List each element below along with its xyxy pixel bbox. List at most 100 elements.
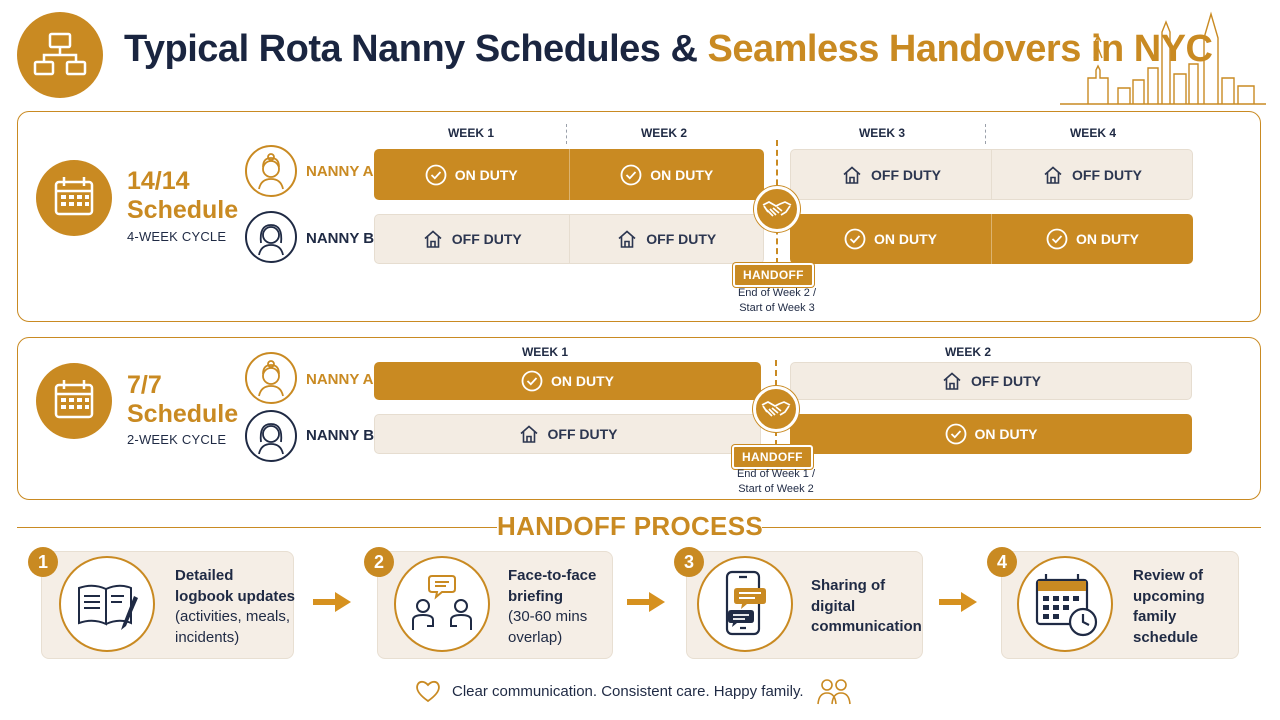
- schedule-14-nanny-b-label: NANNY B: [306, 230, 375, 247]
- calendar-icon: [54, 177, 94, 216]
- duty-label: OFF DUTY: [871, 166, 941, 183]
- duty-label: ON DUTY: [874, 231, 937, 247]
- step-3-icon-circle: [697, 556, 793, 652]
- schedule-14-nanny-b-weeks-3-4: ON DUTY ON DUTY: [790, 214, 1193, 264]
- handshake-badge: [754, 186, 800, 232]
- woman-avatar-icon: [258, 423, 284, 455]
- title-part-2: Seamless Handovers in NYC: [707, 28, 1213, 70]
- nyc-skyline-icon: [1060, 11, 1266, 105]
- schedule-14-nanny-b-weeks-1-2: OFF DUTY OFF DUTY: [374, 214, 764, 264]
- schedule-14-nanny-b-week-1: OFF DUTY: [375, 215, 569, 263]
- schedule-7-calendar: [36, 363, 112, 439]
- check-circle-icon: [844, 228, 866, 250]
- schedule-14-week-2-header: WEEK 2: [640, 126, 687, 140]
- schedule-7-name-line2: Schedule: [127, 400, 239, 428]
- schedule-14-week-4-header: WEEK 4: [1069, 126, 1116, 140]
- step-3-bold-1: Sharing of: [811, 577, 886, 594]
- week-divider: [985, 124, 986, 144]
- woman-avatar-icon: [258, 224, 284, 256]
- step-3-bold-2: digital: [811, 597, 856, 615]
- handoff-tag: HANDOFF: [732, 445, 813, 469]
- step-4-bold-1: Review of: [1133, 567, 1204, 584]
- house-icon: [843, 165, 861, 184]
- house-icon: [1044, 165, 1062, 184]
- step-1-normal-1: (activities, meals,: [175, 608, 291, 625]
- woman-avatar-icon: [258, 153, 284, 190]
- schedule-7-nanny-b-week-1-seg: OFF DUTY: [375, 415, 760, 453]
- schedule-7-week-1-header: WEEK 1: [521, 345, 568, 359]
- check-circle-icon: [620, 164, 642, 185]
- step-4-text: Review of upcoming family schedule: [1133, 566, 1205, 648]
- handoff-note: End of Week 1 / Start of Week 2: [715, 467, 837, 497]
- duty-label: OFF DUTY: [547, 426, 618, 442]
- step-2-text: Face-to-face briefing (30-60 mins overla…: [508, 566, 596, 648]
- step-2-bold-2: briefing: [508, 587, 563, 605]
- schedule-14-nanny-b-week-2: OFF DUTY: [568, 215, 764, 263]
- step-3-bold-3: communication: [811, 618, 922, 635]
- check-circle-icon: [1046, 228, 1068, 250]
- handoff-note-line1: End of Week 2 /: [737, 287, 817, 299]
- schedule-7-nanny-b-week-1: OFF DUTY: [374, 414, 761, 454]
- schedule-7-nanny-a-label: NANNY A: [306, 371, 374, 388]
- schedule-14-name: 14/14 Schedule: [127, 167, 238, 225]
- schedule-14-nanny-b-week-4: ON DUTY: [991, 214, 1193, 264]
- schedule-14-name-line2: Schedule: [127, 196, 239, 224]
- step-1-normal-2: incidents): [175, 628, 240, 646]
- handoff-note-line2: Start of Week 3: [739, 302, 815, 314]
- schedule-14-week-1-header: WEEK 1: [447, 126, 494, 140]
- schedule-14-name-line1: 14/14: [127, 167, 190, 195]
- handoff-tag: HANDOFF: [733, 263, 814, 287]
- calendar-icon: [54, 380, 94, 419]
- schedule-7-nanny-b-week-2: ON DUTY: [790, 414, 1192, 454]
- duty-label: ON DUTY: [1076, 231, 1139, 247]
- arrow-right-icon: [939, 592, 977, 612]
- process-divider-right: [762, 527, 1261, 528]
- step-1-icon-circle: [59, 556, 155, 652]
- handoff-note-line2: Start of Week 2: [738, 483, 814, 495]
- schedule-14-cycle: 4-WEEK CYCLE: [127, 229, 227, 244]
- duty-label: OFF DUTY: [971, 373, 1041, 389]
- step-2-normal-1: (30-60 mins: [508, 608, 588, 625]
- duty-label: ON DUTY: [551, 373, 614, 389]
- check-circle-icon: [945, 423, 966, 445]
- org-chart-icon: [33, 32, 87, 76]
- schedule-14-calendar: [36, 160, 112, 236]
- duty-label: ON DUTY: [650, 166, 714, 183]
- arrow-right-icon: [313, 592, 351, 612]
- handoff-note: End of Week 2 / Start of Week 3: [716, 286, 838, 316]
- header-logo: [17, 12, 103, 98]
- duty-label: ON DUTY: [974, 426, 1038, 442]
- nanny-a-avatar: [245, 352, 297, 404]
- woman-avatar-icon: [258, 360, 284, 397]
- footer-text: Clear communication. Consistent care. Ha…: [452, 682, 804, 700]
- schedule-7-cycle: 2-WEEK CYCLE: [127, 432, 227, 447]
- title-part-1: Typical Rota Nanny Schedules &: [124, 28, 708, 70]
- schedule-14-nanny-a-weeks-3-4: OFF DUTY OFF DUTY: [790, 149, 1193, 200]
- step-3-text: Sharing of digital communication: [811, 576, 922, 638]
- step-4-icon-circle: [1017, 556, 1113, 652]
- week-divider: [566, 124, 567, 144]
- handshake-badge: [753, 386, 799, 432]
- phone-chat-icon: [725, 570, 766, 636]
- step-1-number-badge: 1: [28, 547, 58, 577]
- schedule-7-week-2-header: WEEK 2: [944, 345, 991, 359]
- face-to-face-icon: [412, 575, 472, 630]
- schedule-14-nanny-a-week-4: OFF DUTY: [991, 150, 1192, 199]
- schedule-7-name: 7/7 Schedule: [127, 371, 238, 429]
- step-1-bold-1: Detailed: [175, 567, 234, 584]
- step-4-bold-4: schedule: [1133, 628, 1199, 646]
- nanny-b-avatar: [245, 410, 297, 462]
- heart-icon: [416, 680, 440, 703]
- arrow-right-icon: [627, 592, 665, 612]
- duty-label: OFF DUTY: [646, 231, 717, 247]
- step-2-number-badge: 2: [364, 547, 394, 577]
- schedule-14-nanny-a-weeks-1-2: ON DUTY ON DUTY: [374, 149, 764, 200]
- step-1-bold-2: logbook updates: [175, 587, 295, 605]
- step-4-bold-3: family: [1133, 608, 1177, 625]
- schedule-7-nanny-a-week-1: ON DUTY: [374, 362, 761, 400]
- house-icon: [424, 230, 442, 248]
- schedule-7-nanny-b-week-2-seg: ON DUTY: [790, 414, 1192, 454]
- nanny-b-avatar: [245, 211, 297, 263]
- handoff-note-line1: End of Week 1 /: [736, 468, 816, 480]
- house-icon: [618, 230, 636, 248]
